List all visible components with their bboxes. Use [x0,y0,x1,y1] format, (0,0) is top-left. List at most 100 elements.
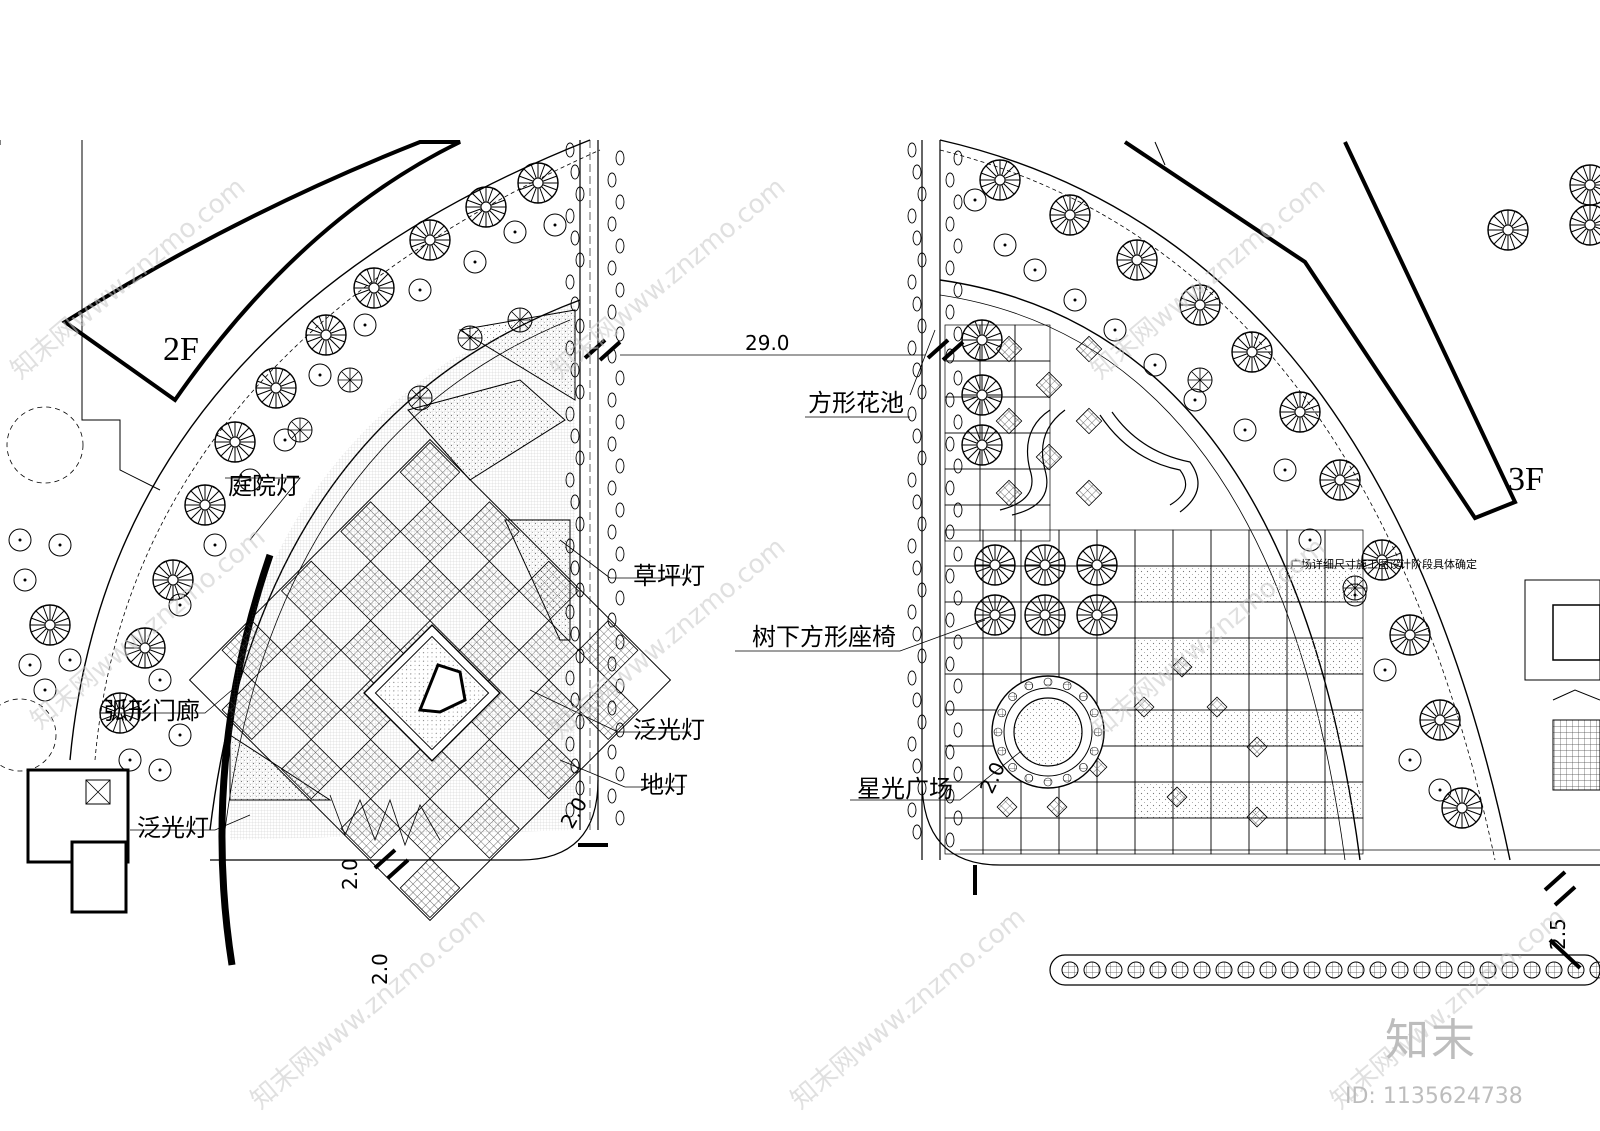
paving-tile [1134,745,1174,783]
tree-symbol [255,367,297,409]
label-courtyard-lamp: 庭院灯 [228,472,300,500]
hedge-leaf [912,626,922,642]
hedge-shrub [1369,961,1387,979]
shrub-symbol [1063,288,1087,312]
plaza-diamond [1171,656,1193,678]
paving-tile [518,620,580,681]
hedge-leaf [907,208,917,224]
shrub-symbol [1373,658,1397,682]
paving-tile [577,620,639,681]
hedge-leaf [945,436,955,452]
paving-tile [399,441,461,503]
paving-tile [1286,817,1326,855]
paving-tile [1134,601,1174,639]
hedge-leaf [953,238,963,254]
tree-bench-symbol [1024,544,1066,586]
planter-tile [979,504,1016,542]
hedge-shrub [1303,961,1321,979]
star-light [1043,677,1053,687]
watermark-text: 知末网www.znzmo.com [245,902,491,1115]
hedge-leaf [953,414,963,430]
hedge-shrub [1193,961,1211,979]
paving-tile [1134,529,1174,567]
shrub-symbol [1273,458,1297,482]
hedge-leaf [607,524,617,540]
hedge-shrub [1061,961,1079,979]
hedge-shrub [1259,961,1277,979]
paving-tile [1248,673,1288,711]
tree-symbol [353,267,395,309]
left-shrub-cluster [0,406,84,772]
hedge-leaf [570,230,580,246]
hedge-leaf [607,744,617,760]
paving-tile [944,673,984,711]
tree-symbol [214,421,256,463]
hedge-leaf [953,326,963,342]
hedge-shrub [1325,961,1343,979]
hedge-leaf [615,810,625,826]
paving-tile [1286,709,1326,747]
paving-tile [1286,637,1326,675]
watermark-text: 知末网www.znzmo.com [1085,172,1331,385]
hedge-leaf [945,480,955,496]
watermark-id: ID: 1135624738 [1345,1084,1523,1109]
shrub-symbol [463,250,487,274]
dimension-29: 29.0 [745,331,790,355]
hedge-leaf [607,216,617,232]
hedge-leaf [912,824,922,840]
planter-diamond [995,407,1023,435]
tree-bench-symbol [961,424,1003,466]
planter-tile [944,504,981,542]
star-light [1024,681,1034,691]
building-2f-outline [61,140,461,403]
tree-symbol [409,219,451,261]
hedge-shrub [1347,961,1365,979]
paving-tile [1172,709,1212,747]
hedge-leaf [615,370,625,386]
shrub-symbol [1428,778,1452,802]
hedge-leaf [953,370,963,386]
star-light [1079,692,1088,701]
paving-tile [944,709,984,747]
tree-symbol [1419,699,1461,741]
hedge-leaf [953,590,963,606]
tree-symbol [1231,331,1273,373]
paving-tile [221,679,283,740]
hedge-leaf [615,546,625,562]
tree-symbol [1319,459,1361,501]
paving-tile [399,857,461,919]
paving-tile [1058,817,1098,855]
shrub-symbol [503,220,527,244]
hedge-leaf [615,150,625,166]
tree-symbol [1279,391,1321,433]
plaza-paving-grid [944,319,1364,855]
star-light [1093,727,1103,737]
building-3f-outline [1123,140,1518,521]
planter-tile [1014,396,1051,434]
planter-diamond [1035,371,1063,399]
paving-tile [982,637,1022,675]
dimension-left-2: 2.0 [368,953,392,985]
hedge-leaf [945,216,955,232]
hedge-leaf [945,568,955,584]
hedge-leaf [945,172,955,188]
hedge-shrub [1413,961,1431,979]
hedge-leaf [907,472,917,488]
paving-tile [340,620,401,681]
hedge-leaf [615,766,625,782]
floor-label-3f: 3F [1508,461,1544,498]
planter-diamond [1035,443,1063,471]
paving-tile [280,679,342,740]
label-arc-corridor: 弧形门廊 [104,697,200,725]
hedge-leaf [615,458,625,474]
tree-bench-symbol [974,594,1016,636]
label-flood-lamp-right: 泛光灯 [633,716,705,744]
hedge-leaf [607,788,617,804]
hedge-shrub [1149,961,1167,979]
planter-tile [944,468,981,506]
hedge-shrub [1215,961,1233,979]
hedge-leaf [570,164,580,180]
hedge-leaf [945,744,955,760]
shrub-symbol [408,278,432,302]
